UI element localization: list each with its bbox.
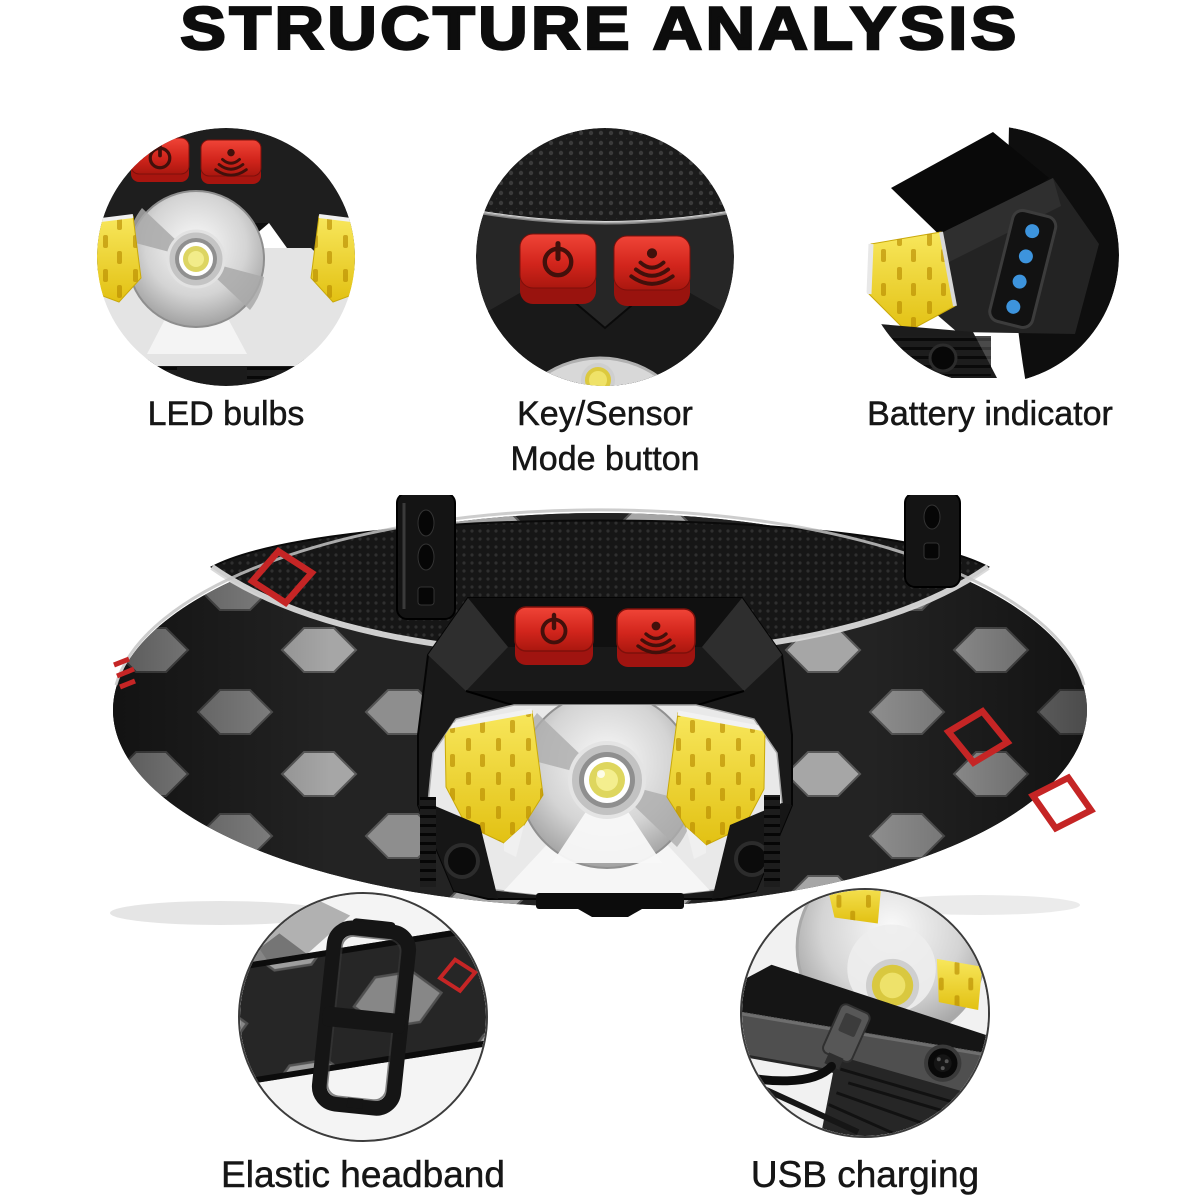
reflector — [518, 705, 696, 869]
power-button — [514, 606, 594, 665]
headband-strap — [476, 128, 734, 221]
label-text: Mode button — [510, 440, 700, 479]
callout-key-sensor — [476, 128, 734, 386]
headband-red-accents — [113, 546, 1096, 833]
cob-led-right — [666, 710, 766, 859]
power-button — [130, 137, 190, 182]
battery-indicator-panel — [988, 208, 1058, 329]
headband-strap — [240, 917, 486, 1093]
usb-cable — [742, 1061, 836, 1086]
label-usb-charging: USB charging — [662, 1152, 1068, 1197]
cob-led-left — [444, 708, 544, 857]
headlamp-unit — [417, 597, 793, 917]
label-text: Elastic headband — [221, 1154, 505, 1196]
label-text: USB charging — [750, 1154, 980, 1196]
reflector-peek — [480, 353, 728, 386]
label-elastic-headband: Elastic headband — [160, 1152, 566, 1197]
callout-usb-charging — [740, 888, 990, 1138]
strap-keeper-left — [396, 495, 456, 620]
battery-indicator-photo — [861, 126, 1119, 384]
battery-led-dot — [1025, 224, 1040, 239]
label-battery-indicator: Battery indicator — [810, 392, 1170, 437]
cob-led-panel — [866, 231, 957, 333]
label-text: Key/Sensor — [517, 395, 693, 434]
callout-battery-indicator — [861, 126, 1119, 384]
label-text: Battery indicator — [867, 395, 1113, 434]
battery-led-dot — [1012, 274, 1027, 289]
elastic-headband-photo — [240, 894, 486, 1140]
headlamp-product-image — [100, 495, 1100, 955]
motion-sensor-right — [734, 841, 770, 877]
led-bulbs-photo — [97, 128, 355, 386]
cob-led-right — [686, 353, 728, 386]
usb-plug — [742, 1003, 871, 1086]
page-title: STRUCTURE ANALYSIS — [179, 0, 1020, 63]
label-key-sensor: Key/Sensor Mode button — [455, 392, 755, 482]
motion-sensor-left — [444, 843, 480, 879]
sensor-mode-button — [200, 139, 262, 184]
strap-buckle — [311, 918, 417, 1116]
motion-sensor — [928, 343, 958, 373]
cob-led-left — [480, 356, 532, 386]
motion-sensor — [97, 325, 124, 359]
strap-keeper-right — [904, 495, 961, 588]
cob-led-right — [310, 214, 355, 303]
power-button — [519, 233, 597, 304]
sensor-mode-button — [613, 235, 691, 306]
battery-led-dot — [1006, 299, 1021, 314]
key-sensor-photo — [476, 128, 734, 386]
battery-led-dot — [1018, 249, 1033, 264]
reflector — [127, 190, 265, 328]
usb-charging-photo — [742, 890, 988, 1136]
sensor-mode-button — [616, 608, 696, 667]
callout-led-bulbs — [97, 128, 355, 386]
label-led-bulbs: LED bulbs — [76, 392, 376, 437]
label-text: LED bulbs — [147, 395, 305, 434]
callout-elastic-headband — [238, 892, 488, 1142]
